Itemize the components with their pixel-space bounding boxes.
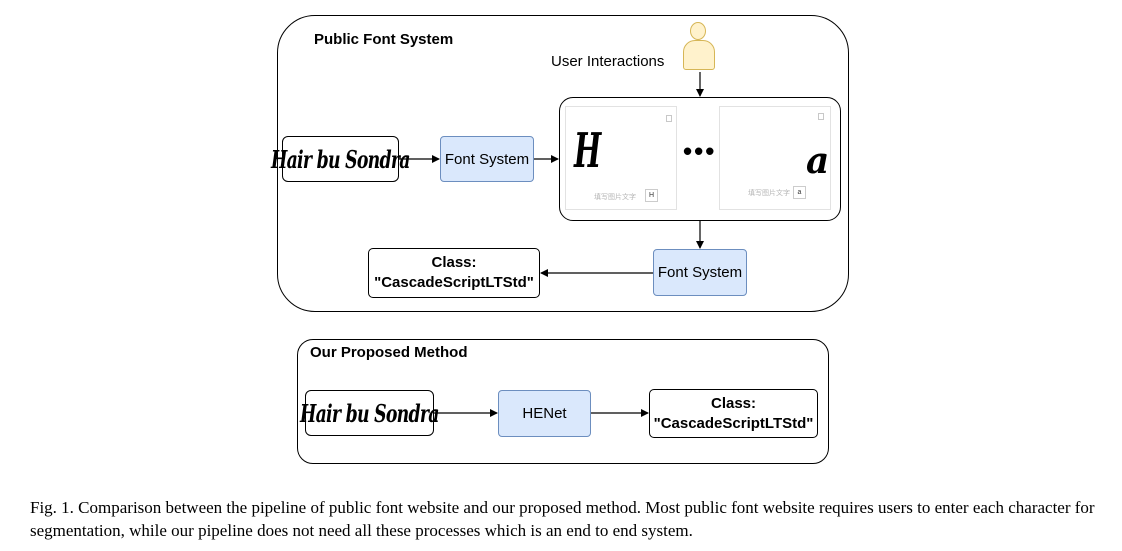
proposed-method-title: Our Proposed Method	[310, 344, 468, 361]
public-font-system-title: Public Font System	[314, 31, 454, 48]
class-output-proposed: Class: "CascadeScriptLTStd"	[649, 389, 818, 438]
trash-icon	[818, 113, 824, 120]
segmented-glyph-left: H	[574, 123, 602, 179]
class-value-proposed: "CascadeScriptLTStd"	[653, 414, 814, 432]
font-sample-text-proposed: Hair bu Sondra	[300, 398, 439, 428]
henet-node: HENet	[498, 390, 591, 437]
class-output-top: Class: "CascadeScriptLTStd"	[368, 248, 540, 298]
char-panel-right: a 填写图片文字 a	[719, 106, 831, 210]
char-hint-right: 填写图片文字	[748, 190, 790, 197]
char-hint-left: 填写图片文字	[594, 194, 636, 201]
trash-icon	[666, 115, 672, 122]
font-sample-image: Hair bu Sondra	[271, 136, 411, 182]
class-value: "CascadeScriptLTStd"	[374, 274, 534, 291]
ellipsis: •••	[683, 136, 717, 166]
user-icon	[683, 22, 717, 72]
segmented-glyph-right: a	[806, 140, 830, 182]
char-input-right[interactable]: a	[793, 186, 806, 199]
font-sample-image-proposed: Hair bu Sondra	[300, 390, 440, 436]
class-label: Class:	[431, 254, 477, 271]
font-system-node-bottom: Font System	[653, 249, 747, 296]
figure-caption: Fig. 1. Comparison between the pipeline …	[30, 498, 1095, 540]
class-label-proposed: Class:	[710, 394, 757, 412]
font-sample-text: Hair bu Sondra	[271, 144, 410, 174]
char-panel-left: H 填写图片文字 H	[565, 106, 677, 210]
char-input-left[interactable]: H	[645, 189, 658, 202]
font-system-node-top: Font System	[440, 136, 534, 182]
user-interactions-label: User Interactions	[551, 53, 665, 70]
character-input-panel: H 填写图片文字 H ••• a 填写图片文字 a	[559, 97, 841, 221]
